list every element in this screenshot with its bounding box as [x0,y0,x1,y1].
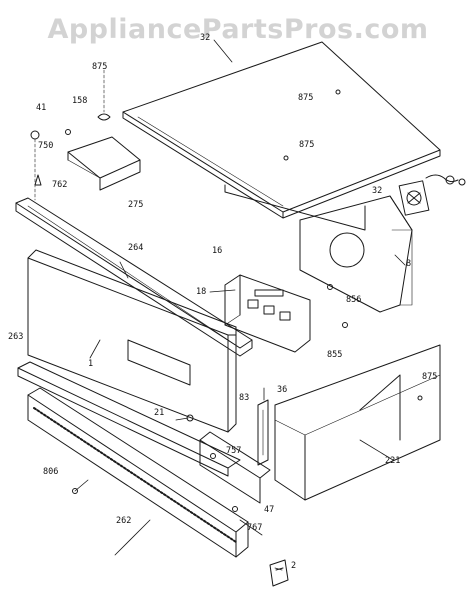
side-bracket [199,431,271,504]
rear-panel [224,184,413,313]
callout-856: 856 [346,295,361,305]
callout-41: 41 [36,103,46,113]
watermark: AppliancePartsPros.com [47,14,429,45]
callout-18: 18 [196,287,206,297]
callout-875-c: 875 [299,140,314,150]
callout-83: 83 [239,393,249,403]
bracket-part [67,136,141,191]
callout-875-b: 875 [298,93,313,103]
trim-strip [15,197,253,357]
callout-875-d: 875 [422,372,437,382]
callout-158: 158 [72,96,87,106]
callout-32-fan: 32 [372,186,382,196]
top-cover-panel [122,41,441,219]
callout-8: 8 [406,259,411,269]
grille-vent [27,387,249,558]
callout-762: 762 [52,180,67,190]
callout-221: 221 [385,456,400,466]
callout-263: 263 [8,332,23,342]
callout-875-a: 875 [92,62,107,72]
bottom-clip [269,559,289,587]
side-panel [274,344,441,501]
callout-1: 1 [88,359,93,369]
callout-767: 767 [247,523,262,533]
lower-trim [17,361,241,477]
callout-855: 855 [327,350,342,360]
callout-262: 262 [116,516,131,526]
callout-2: 2 [291,561,296,571]
callout-21: 21 [154,408,164,418]
callout-264: 264 [128,243,143,253]
callout-16: 16 [212,246,222,256]
fan-assembly [398,174,466,216]
callout-757: 757 [226,446,241,456]
callout-47: 47 [264,505,274,515]
vertical-bracket [257,399,269,466]
callout-36: 36 [277,385,287,395]
screws [72,89,423,512]
callout-806: 806 [43,467,58,477]
callout-275: 275 [128,200,143,210]
control-board [224,274,311,353]
hardware-parts [30,69,111,201]
front-control-panel [27,249,237,433]
callout-labels: 32 875 875 875 41 158 750 762 275 264 16… [8,33,437,571]
callout-32-top: 32 [200,33,210,43]
callout-750: 750 [38,141,53,151]
leader-lines [74,39,406,571]
